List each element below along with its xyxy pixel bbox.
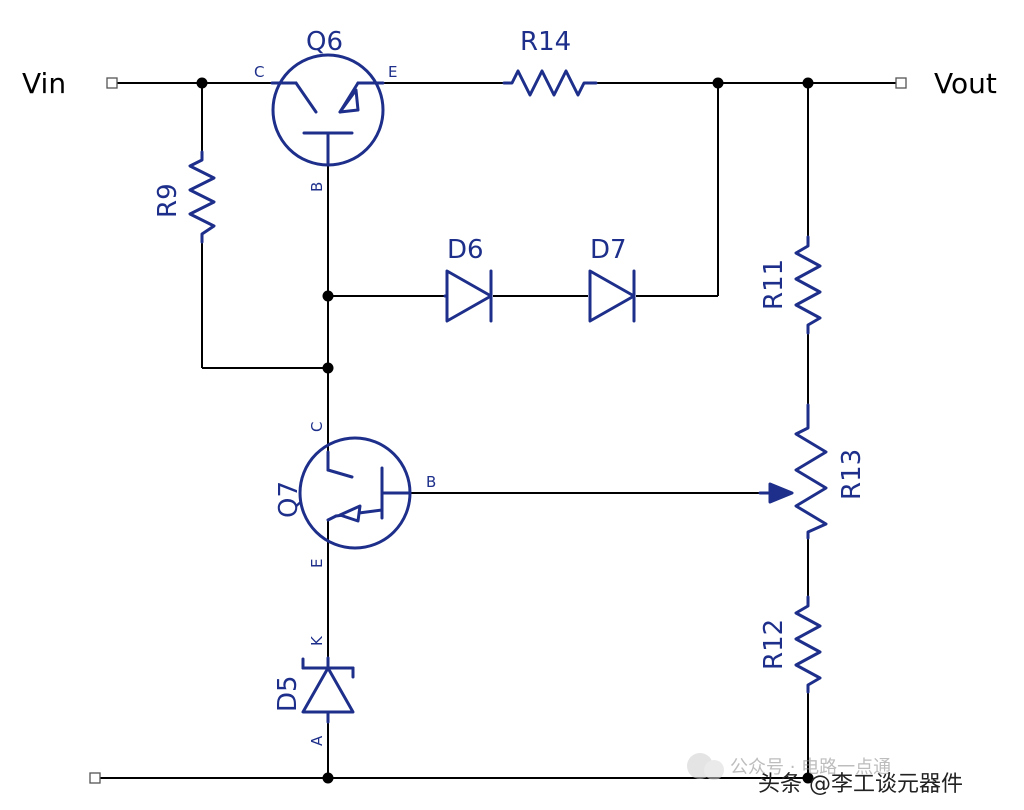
q7-b-pin-label: B: [426, 473, 436, 491]
vin-label: Vin: [22, 67, 66, 100]
r11-label: R11: [759, 259, 789, 310]
d5-a-pin-label: A: [308, 735, 326, 746]
r9-label: R9: [153, 183, 183, 218]
wires: [98, 82, 898, 779]
vout-label: Vout: [934, 67, 997, 100]
r13-label: R13: [837, 449, 867, 500]
q6-label: Q6: [306, 27, 343, 57]
vout-terminal: [895, 77, 907, 89]
q7-label: Q7: [274, 481, 304, 518]
watermark: 公众号 · 电路一点通: [687, 753, 891, 780]
diode-d6: [443, 269, 493, 323]
d5-label: D5: [273, 675, 303, 712]
zener-diode-d5: [301, 656, 355, 724]
watermark-text: 头条 @李工谈元器件: [758, 772, 963, 797]
potentiometer-r13: [758, 403, 828, 540]
q6-e-pin-label: E: [388, 63, 397, 81]
q7-e-pin-label: E: [308, 559, 326, 568]
transistor-q6: [270, 53, 385, 167]
q7-c-pin-label: C: [308, 422, 326, 432]
diode-d7: [588, 269, 636, 323]
ground-terminal: [89, 772, 101, 784]
vin-terminal: [106, 77, 118, 89]
q6-b-pin-label: B: [308, 182, 326, 192]
q6-c-pin-label: C: [254, 63, 264, 81]
resistor-r14: [502, 69, 598, 97]
transistor-q7: [298, 436, 412, 550]
r12-label: R12: [759, 619, 789, 670]
resistor-r12: [794, 595, 822, 694]
watermark-top-text: 公众号 · 电路一点通: [730, 757, 891, 778]
resistor-r9: [188, 150, 216, 244]
resistor-r11: [794, 235, 822, 335]
r14-label: R14: [520, 27, 571, 57]
d6-label: D6: [447, 235, 484, 265]
d5-k-pin-label: K: [308, 635, 326, 646]
junctions: [196, 77, 814, 784]
d7-label: D7: [590, 235, 627, 265]
